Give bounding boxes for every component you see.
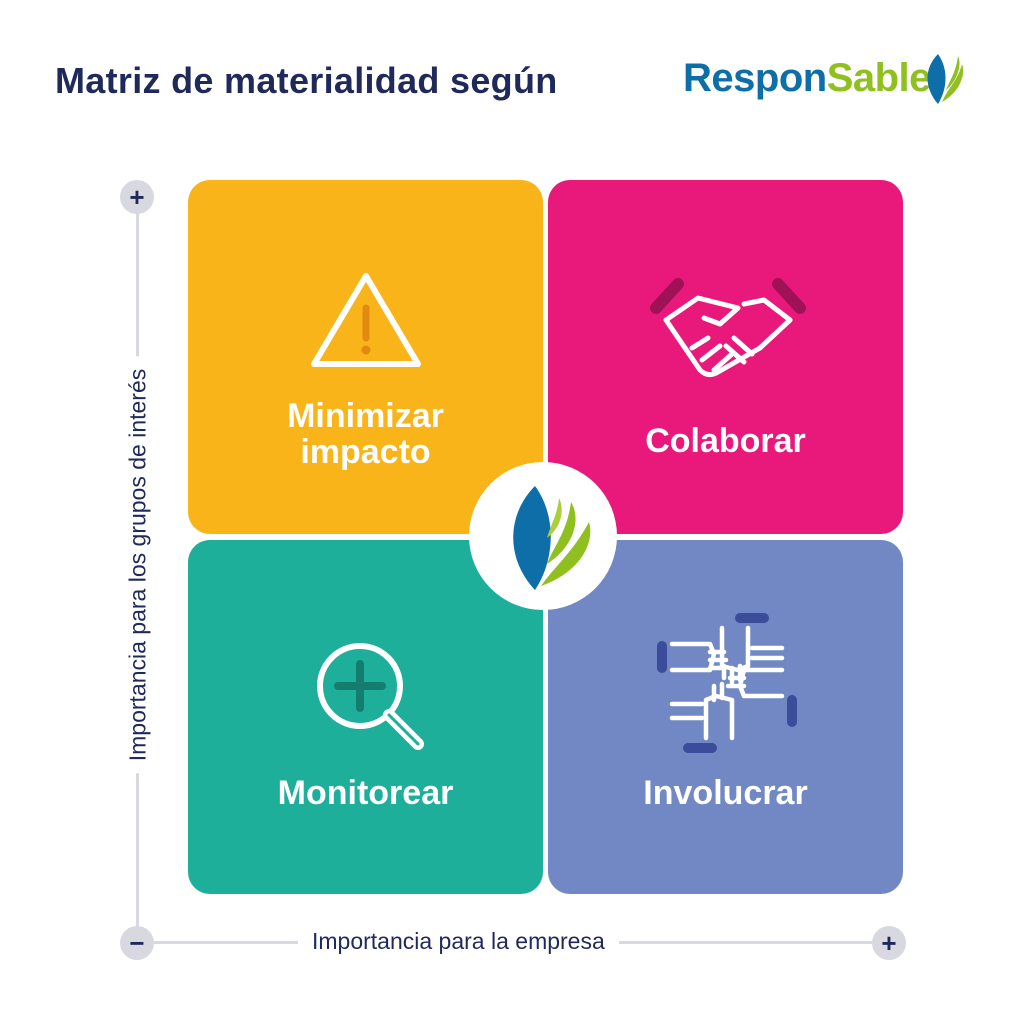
quadrant-label: Colaborar [645,422,806,460]
x-axis-plus-marker: + [872,926,906,960]
page-title: Matriz de materialidad según [55,60,558,101]
handshake-icon [650,278,806,378]
quadrant-label: Monitorear [277,774,454,812]
leaf-logo-icon [513,486,591,590]
brand-part-2: Sable [826,56,932,100]
brand-part-1: Respon [683,56,827,100]
magnifier-plus-icon [317,643,424,750]
brand-leaf-icon [927,54,964,104]
origin-minus-marker: − [120,926,154,960]
y-axis-plus-marker: + [120,180,154,214]
quadrant-label-line-2: impacto [300,433,431,471]
y-axis-label: Importancia para los grupos de interés [124,356,152,774]
center-logo-circle [469,462,617,610]
x-axis-label: Importancia para la empresa [298,928,619,955]
joined-hands-icon [657,613,797,753]
quadrant-colaborar: Colaborar [548,180,903,534]
quadrant-involucrar: Involucrar [548,540,903,894]
warning-icon [311,273,421,367]
quadrant-label-line-1: Minimizar [287,397,444,435]
brand-logo-text: ResponSable [683,56,931,101]
quadrant-monitorear: Monitorear [188,540,543,894]
quadrant-minimizar-impacto: Minimizar impacto [188,180,543,534]
quadrant-label: Minimizar impacto [188,398,543,470]
quadrant-label: Involucrar [643,774,808,812]
